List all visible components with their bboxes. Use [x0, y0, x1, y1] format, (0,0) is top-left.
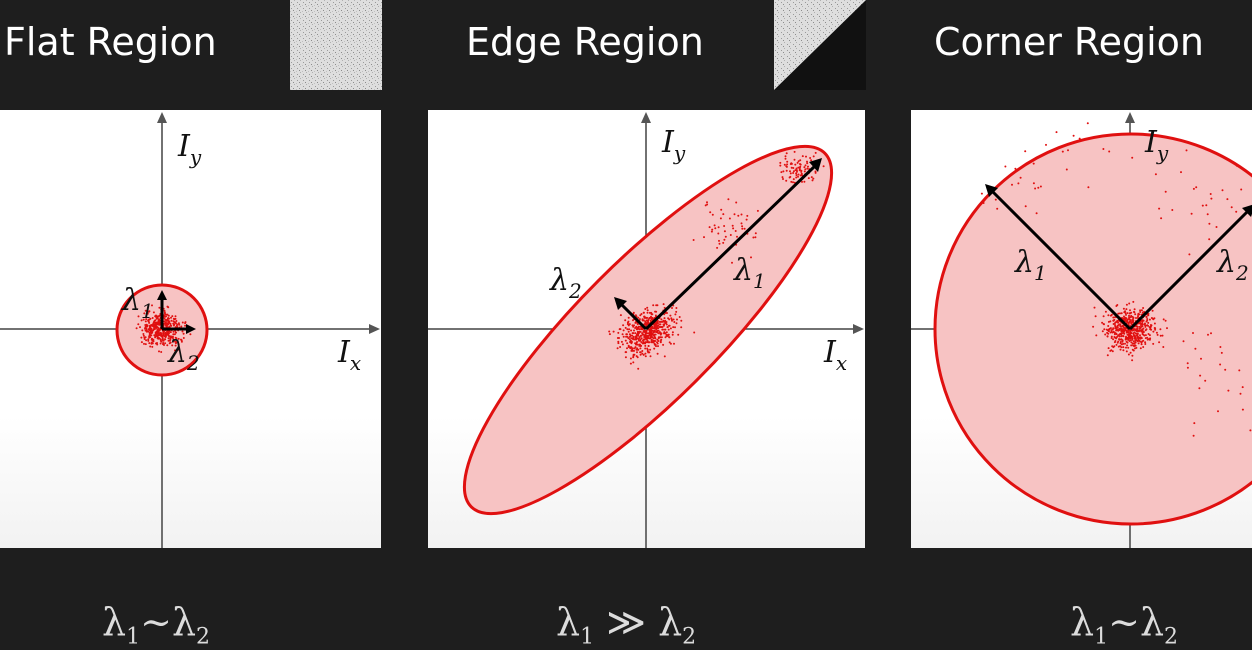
corner-lambda1-label: λ1	[1014, 245, 1047, 285]
flat-noise-swatch	[290, 0, 382, 90]
corner-relation: λ1~λ2	[1070, 600, 1179, 650]
edge-x-axis-label: Ix	[823, 335, 847, 375]
edge-lambda1-label: λ1	[733, 253, 766, 293]
flat-y-axis-label: Iy	[177, 129, 202, 169]
corner-y-axis-label: Iy	[1144, 125, 1169, 165]
flat-x-axis-label: Ix	[337, 335, 361, 375]
flat-lambda2-label: λ2	[167, 335, 200, 375]
edge-y-axis-label: Iy	[661, 125, 686, 165]
flat-region-title: Flat Region	[4, 20, 217, 64]
corner-lambda2-label: λ2	[1216, 245, 1249, 285]
corner-ellipse	[933, 132, 1252, 526]
edge-relation: λ1 ≫ λ2	[556, 600, 697, 650]
flat-relation: λ1~λ2	[102, 600, 211, 650]
edge-lambda2-label: λ2	[549, 263, 582, 303]
corner-region-title: Corner Region	[934, 20, 1204, 64]
flat-lambda1-label: λ1	[121, 283, 154, 323]
flat-region-plot: λ1 λ2 Iy Ix	[0, 110, 381, 548]
corner-region-plot: λ1 λ2 Iy	[911, 110, 1252, 548]
edge-swatch	[774, 0, 866, 90]
edge-region-title: Edge Region	[466, 20, 704, 64]
edge-region-plot: λ1 λ2 Iy Ix	[428, 110, 865, 548]
